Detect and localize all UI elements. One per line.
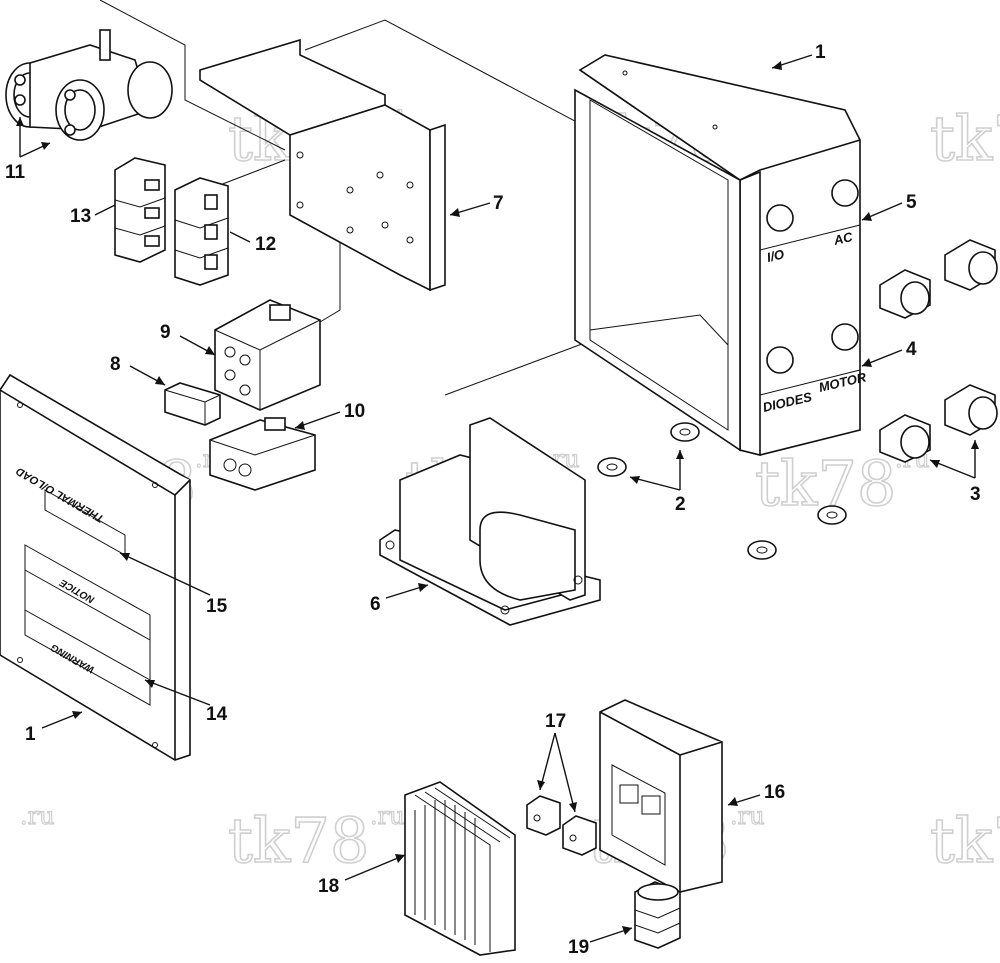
label-ac: AC — [831, 229, 854, 248]
washers — [597, 422, 847, 560]
terminal-block-13 — [114, 157, 166, 263]
callout-14: 14 — [206, 704, 228, 725]
transformer — [379, 417, 601, 626]
callout-3: 3 — [970, 484, 981, 505]
callout-1-enclosure: 1 — [815, 42, 826, 63]
callout-19: 19 — [568, 937, 589, 958]
callout-15: 15 — [206, 596, 228, 617]
callout-16: 16 — [764, 782, 785, 803]
watermark-suffix: .ru — [20, 802, 55, 830]
callout-7: 7 — [493, 193, 504, 214]
callout-12: 12 — [255, 234, 276, 255]
cable-gland-19 — [634, 881, 681, 949]
contactor — [214, 299, 321, 411]
heat-sink — [404, 781, 516, 956]
cable-gland — [944, 384, 998, 436]
callout-10: 10 — [344, 401, 365, 422]
cover-panel: THERMAL O/LOAD NOTICE WARNING — [0, 373, 191, 761]
callout-1-cover: 1 — [25, 724, 36, 745]
watermark: tk78 — [930, 804, 1000, 877]
watermark: tk78 — [228, 804, 369, 877]
mounting-plate — [199, 38, 446, 292]
cable-gland — [879, 269, 931, 319]
callout-5: 5 — [906, 192, 917, 213]
callout-numbers: 1 11 13 12 7 9 8 10 5 4 2 3 6 15 14 1 17… — [5, 42, 981, 958]
watermark: tk78 — [930, 102, 1000, 175]
callout-17: 17 — [545, 711, 566, 732]
callout-8: 8 — [110, 354, 121, 375]
auxiliary-block — [164, 382, 221, 426]
callout-6: 6 — [370, 594, 381, 615]
callout-arrows — [16, 54, 979, 943]
enclosure-box: I/O AC DIODES MOTOR — [574, 54, 868, 457]
cable-gland — [944, 239, 998, 291]
capacitor-pair — [5, 29, 173, 141]
cable-glands — [879, 239, 998, 463]
terminal-block-12 — [174, 177, 229, 286]
small-enclosure — [599, 699, 723, 893]
callout-9: 9 — [160, 322, 171, 343]
label-io: I/O — [765, 246, 785, 265]
callout-11: 11 — [5, 162, 26, 183]
callout-13: 13 — [70, 206, 91, 227]
cable-gland — [879, 414, 931, 463]
diode-modules — [526, 795, 597, 856]
callout-4: 4 — [906, 339, 917, 360]
watermark-suffix: .ru — [730, 802, 765, 830]
callout-18: 18 — [318, 876, 339, 897]
callout-2: 2 — [675, 494, 686, 515]
overload-relay — [209, 417, 316, 491]
watermark-suffix: .ru — [370, 802, 405, 830]
